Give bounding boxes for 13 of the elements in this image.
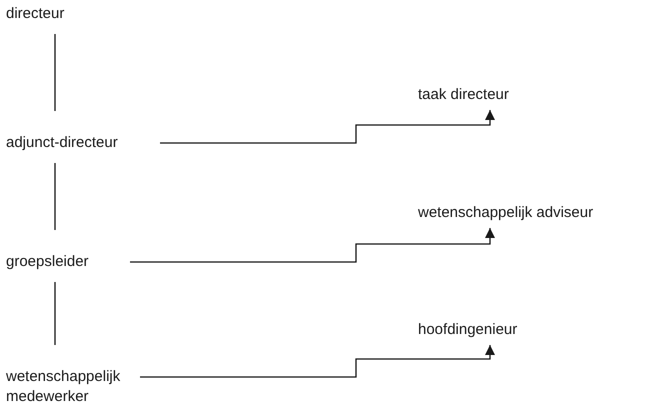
node-label: wetenschappelijk medewerker xyxy=(6,367,126,407)
step-arrow xyxy=(160,110,495,144)
connector-line xyxy=(54,163,56,230)
node-label: adjunct-directeur xyxy=(6,133,146,153)
connector-line xyxy=(54,282,56,345)
node-label: taak directeur xyxy=(418,85,548,105)
node-label: groepsleider xyxy=(6,252,116,272)
node-label: hoofdingenieur xyxy=(418,320,538,340)
step-arrow xyxy=(140,345,495,378)
step-arrow xyxy=(130,228,495,263)
node-label: wetenschappelijk adviseur xyxy=(418,203,618,223)
connector-line xyxy=(54,34,56,111)
node-label: directeur xyxy=(6,4,96,24)
